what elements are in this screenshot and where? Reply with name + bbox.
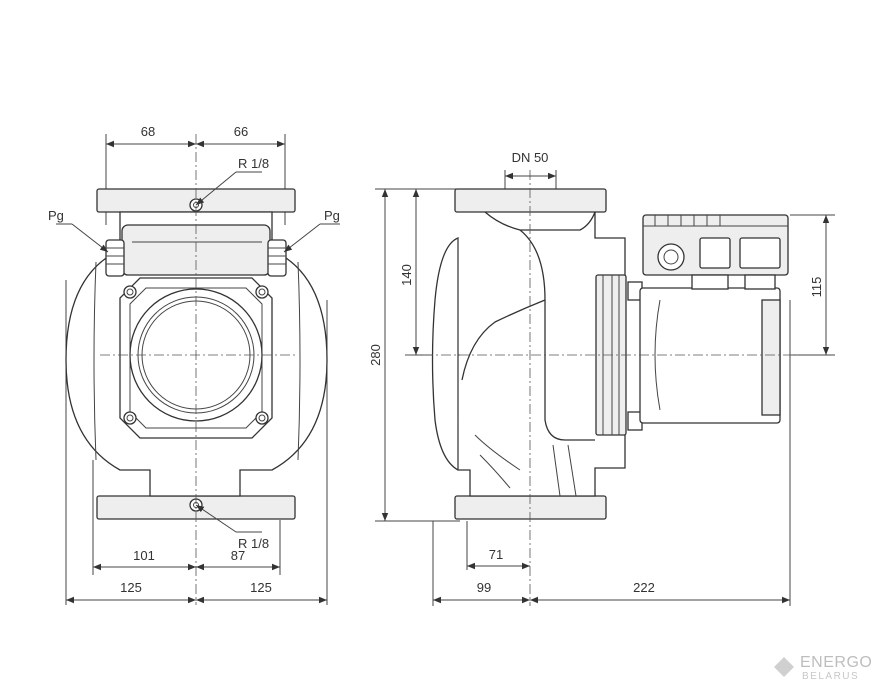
dim-68-label: 68 (141, 124, 155, 139)
side-terminal-knob (657, 243, 685, 271)
front-view: 68 66 R 1/8 R 1/8 Pg Pg 101 87 125 125 (48, 124, 340, 605)
logo-icon (774, 657, 794, 677)
watermark-line2: BELARUS (802, 671, 859, 682)
r-thread-top-label: R 1/8 (238, 156, 269, 171)
watermark-logo: ENERGO BELARUS (774, 654, 872, 682)
dim-66-label: 66 (234, 124, 248, 139)
dim-125-right-label: 125 (250, 580, 272, 595)
cable-gland-right (267, 239, 287, 277)
dim-125-left-label: 125 (120, 580, 142, 595)
dim-71-label: 71 (489, 547, 503, 562)
r-thread-bottom-label: R 1/8 (238, 536, 269, 551)
dim-101-label: 101 (133, 548, 155, 563)
side-motor-body (639, 287, 781, 424)
pg-left-label: Pg (48, 208, 64, 223)
side-view: DN 50 280 140 115 71 99 222 (368, 150, 835, 606)
dim-222-label: 222 (633, 580, 655, 595)
dim-99-label: 99 (477, 580, 491, 595)
side-volute-curve (461, 229, 595, 441)
dim-115-label: 115 (809, 277, 824, 298)
pg-right-label: Pg (324, 208, 340, 223)
dn-50-label: DN 50 (512, 150, 549, 165)
dim-140-label: 140 (399, 264, 414, 286)
side-top-flange (454, 188, 607, 213)
cable-gland-left (105, 239, 125, 277)
watermark-line1: ENERGO (800, 654, 872, 671)
dim-280-label: 280 (368, 344, 383, 366)
side-bottom-flange (454, 495, 607, 520)
dim-87-label: 87 (231, 548, 245, 563)
